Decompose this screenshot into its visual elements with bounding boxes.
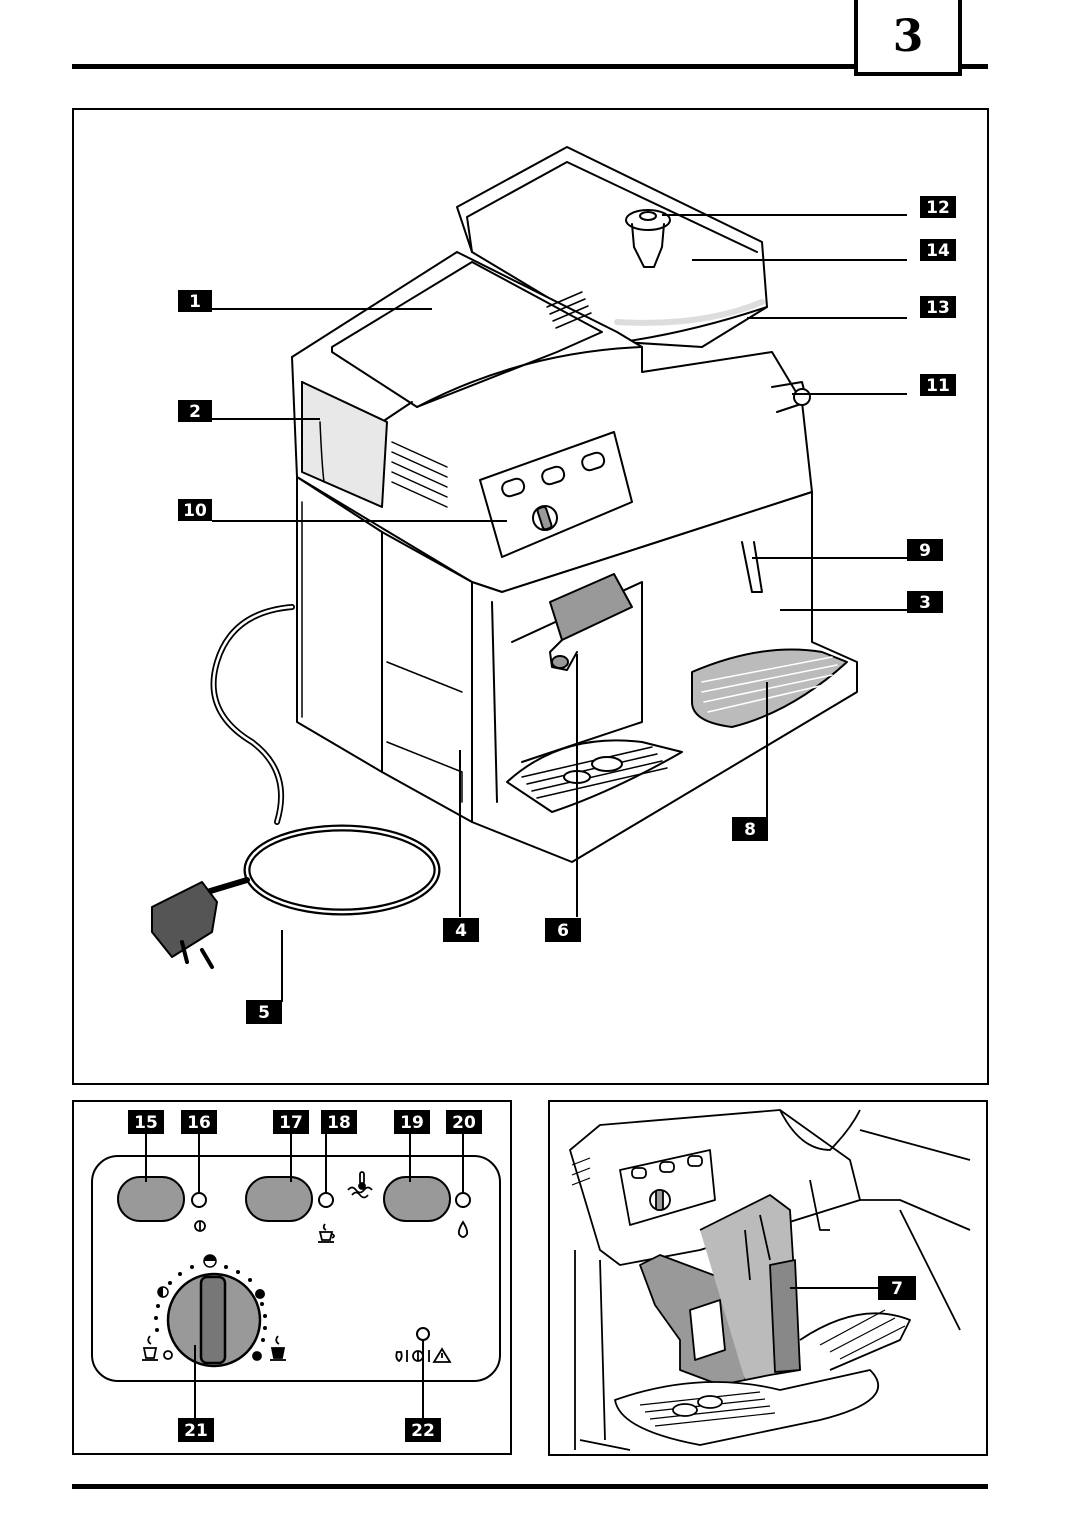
button-19[interactable] <box>383 1176 451 1222</box>
warning-triangle-icon <box>395 1347 452 1363</box>
button-17[interactable] <box>245 1176 313 1222</box>
mild-cup-icon <box>142 1335 173 1361</box>
callout-17: 17 <box>279 1113 303 1133</box>
callout-3: 3 <box>919 593 931 613</box>
lamp-22 <box>416 1327 430 1341</box>
callout-10: 10 <box>183 501 207 521</box>
top-rule <box>72 64 988 69</box>
button-15[interactable] <box>117 1176 185 1222</box>
callout-15: 15 <box>134 1113 158 1133</box>
callout-12: 12 <box>926 198 950 218</box>
callout-13: 13 <box>926 298 950 318</box>
callout-11: 11 <box>926 376 950 396</box>
lamp-16 <box>191 1192 207 1208</box>
brew-unit-frame: 7 <box>548 1100 988 1456</box>
callout-18: 18 <box>327 1113 351 1133</box>
callout-7: 7 <box>891 1279 903 1299</box>
cup-icon <box>318 1223 335 1243</box>
callout-21: 21 <box>184 1421 208 1441</box>
callout-6: 6 <box>557 921 569 941</box>
power-icon <box>194 1220 206 1232</box>
callout-16: 16 <box>187 1113 211 1133</box>
callout-4: 4 <box>455 921 467 941</box>
callout-22: 22 <box>411 1421 435 1441</box>
lamp-18 <box>318 1192 334 1208</box>
callout-14: 14 <box>926 241 950 261</box>
bottom-rule <box>72 1484 988 1489</box>
callout-2: 2 <box>189 402 201 422</box>
espresso-machine-illustration: 1 2 3 4 5 6 8 9 10 11 12 13 14 <box>151 146 956 1024</box>
water-drop-icon <box>457 1220 469 1238</box>
callout-8: 8 <box>744 820 756 840</box>
lamp-20 <box>455 1192 471 1208</box>
strong-cup-icon <box>252 1335 286 1361</box>
callout-1: 1 <box>189 292 201 312</box>
main-diagram-frame: 1 2 3 4 5 6 8 9 10 11 12 13 14 <box>72 108 989 1085</box>
callout-5: 5 <box>258 1003 270 1023</box>
callout-9: 9 <box>919 541 931 561</box>
callout-19: 19 <box>400 1113 424 1133</box>
thermometer-steam-icon <box>347 1171 373 1199</box>
control-panel-frame: 15 16 17 18 19 20 21 22 <box>72 1100 512 1455</box>
page-number: 3 <box>854 0 962 76</box>
brew-unit-illustration: 7 <box>569 1109 971 1451</box>
callout-20: 20 <box>452 1113 476 1133</box>
callout-1-box <box>178 290 212 312</box>
control-panel-illustration: 15 16 17 18 19 20 21 22 <box>91 1110 501 1442</box>
